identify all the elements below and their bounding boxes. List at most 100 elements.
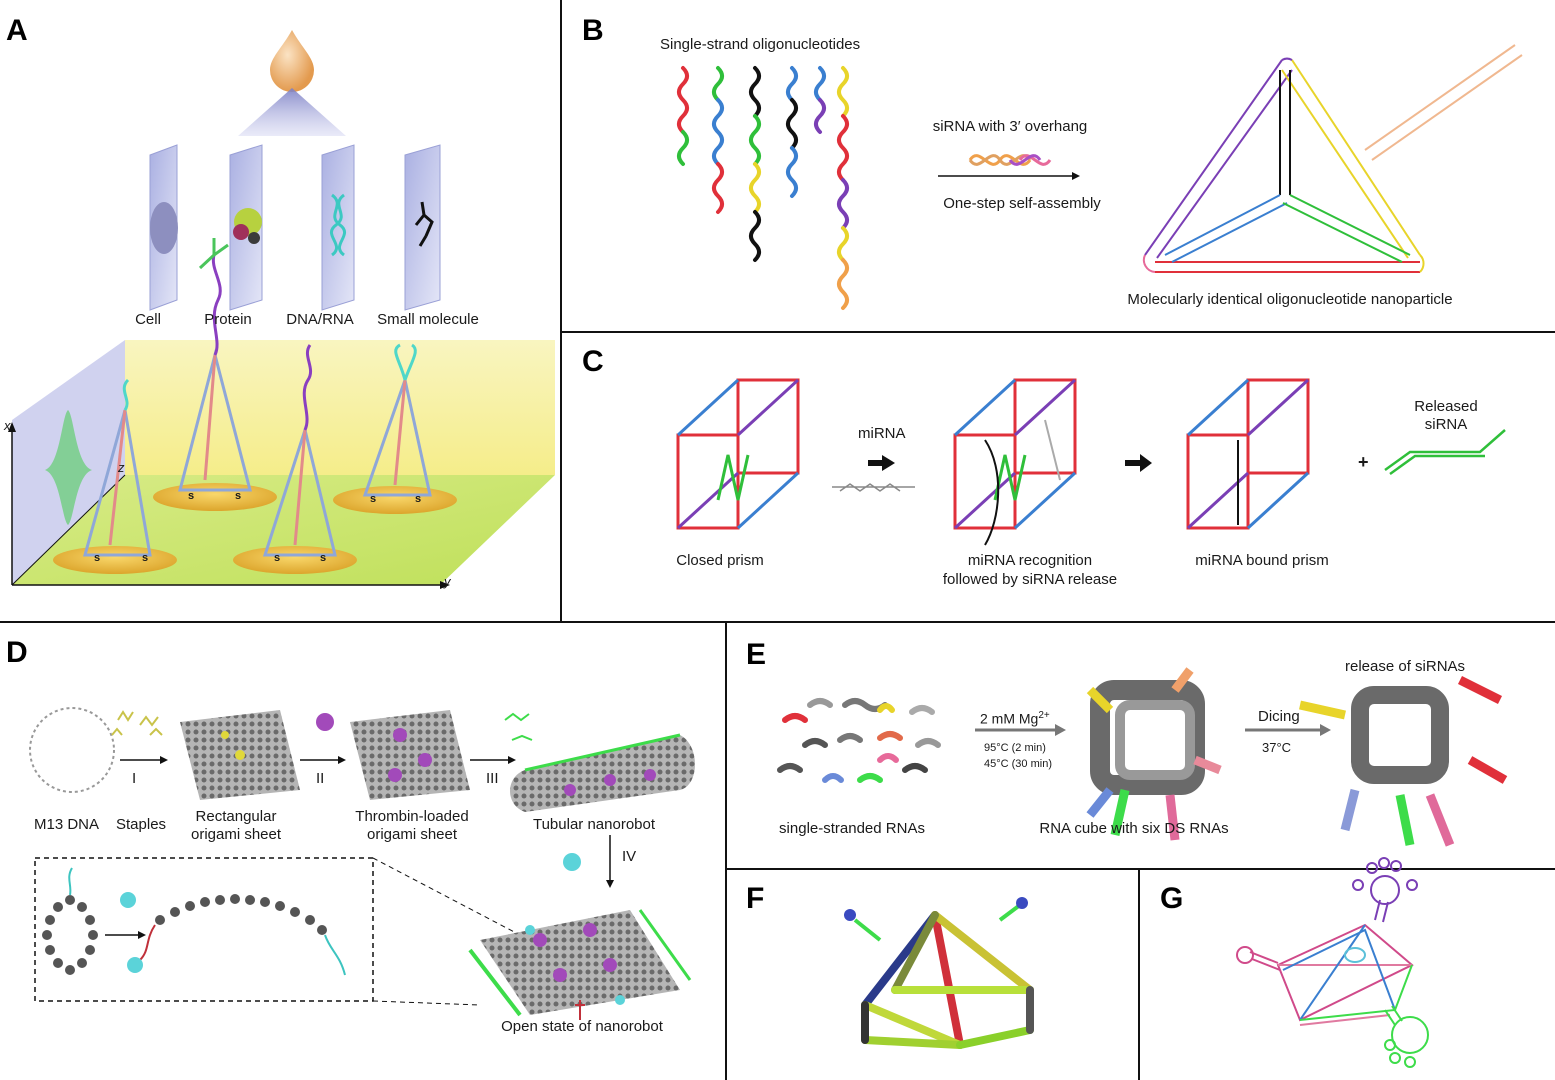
arrow-top-label: siRNA with 3′ overhang: [932, 118, 1088, 135]
released-sirna: [1384, 429, 1506, 476]
open-nanorobot: [468, 909, 692, 1020]
fluorophore-right: [1016, 897, 1028, 909]
aptamer-ring-closed: [42, 895, 98, 975]
axis-label-y: y: [444, 574, 451, 589]
tetrahedron-3: [262, 344, 337, 557]
anchor-label-4: s: [235, 490, 242, 502]
stage2-label-line1: miRNA recognition: [967, 552, 1093, 569]
condition-45: 45°C (30 min): [984, 758, 1052, 770]
fluorophore-left: [844, 909, 856, 921]
panel-d-drawing: [29, 707, 695, 1020]
panel-b-drawing: [677, 44, 1523, 310]
tubular-nanorobot: [510, 733, 695, 812]
single-strand-rnas: [777, 698, 941, 783]
divider-vertical-top: [560, 0, 562, 622]
stage3-label: miRNA bound prism: [1195, 552, 1329, 569]
strand-1: [677, 66, 689, 134]
released-label-line1: Released: [1414, 398, 1478, 415]
target-protein-icon: [563, 853, 581, 871]
target-card-small-molecule: [404, 144, 441, 311]
prism-bound: [1186, 378, 1310, 530]
sheet2-label-line2: origami sheet: [366, 826, 458, 843]
anchor-label-2: s: [142, 552, 149, 564]
arrow-label-mirna: miRNA: [858, 425, 906, 442]
target-card-dna: [321, 144, 355, 311]
open-state-label: Open state of nanorobot: [501, 1018, 663, 1035]
gold-pad-4: [333, 486, 457, 514]
condition-mg: 2 mM Mg2+: [980, 710, 1050, 727]
condition-95: 95°C (2 min): [984, 742, 1046, 754]
nanoparticle-triangle: [1142, 44, 1523, 273]
plus-sign: +: [1358, 452, 1369, 472]
panel-label-c: C: [582, 345, 604, 378]
condition-mg-sup: 2+: [1038, 710, 1050, 721]
stage1-label: Closed prism: [676, 552, 764, 569]
back-wall: [125, 340, 555, 475]
aptamer-icon: [504, 712, 533, 741]
panel-a-drawing: [8, 30, 555, 589]
strand-6: [837, 66, 849, 118]
prism-recognition: [953, 378, 1077, 546]
forward-arrow-2: [1125, 454, 1152, 472]
sheet2-label-line1: Thrombin-loaded: [355, 808, 469, 825]
strand-5: [814, 66, 826, 102]
anchor-label-3: s: [188, 490, 195, 502]
anchor-label-1: s: [94, 552, 101, 564]
strand-4: [786, 66, 798, 102]
stem-loop-pink: [1236, 946, 1281, 971]
dicing-temp: 37°C: [1262, 740, 1292, 755]
stem-loop-green: [1384, 1005, 1429, 1068]
target-card-cell: [149, 144, 178, 311]
strands-title: Single-strand oligonucleotides: [660, 36, 861, 53]
axis-label-z: z: [118, 460, 125, 475]
gold-pad-3: [233, 546, 357, 574]
cube-label: RNA cube with six DS RNAs: [1039, 820, 1229, 837]
anchor-label-7: s: [370, 493, 377, 505]
m13-circle: [29, 707, 115, 793]
sheet1-label-line1: Rectangular: [195, 808, 277, 825]
strand-2: [712, 66, 724, 102]
m13-label: M13 DNA: [34, 816, 100, 833]
axis-label-x: x: [4, 418, 11, 433]
panel-label-f: F: [746, 882, 765, 915]
rna-tetrahedron: [1276, 923, 1414, 1026]
released-sirnas: [1299, 675, 1508, 847]
target-label-small-molecule: Small molecule: [377, 311, 479, 328]
arrow-bottom-label: One-step self-assembly: [943, 195, 1101, 212]
divider-b-c: [560, 331, 1555, 333]
panel-label-d: D: [6, 636, 28, 669]
divider-vertical-bottom: [725, 622, 727, 1080]
panel-e-drawing: [777, 667, 1508, 847]
tube-label: Tubular nanorobot: [532, 816, 656, 833]
tetrahedron-4: [362, 343, 432, 497]
target-label-cell: Cell: [135, 311, 161, 328]
staples-icon: [111, 710, 163, 736]
step-label-i: I: [132, 770, 137, 787]
panel-c-drawing: [676, 378, 1506, 546]
prism-closed: [676, 378, 800, 530]
dicing-label: Dicing: [1258, 708, 1300, 725]
dna-pyramid: [861, 911, 1034, 1049]
stem-loop-purple: [1352, 857, 1418, 923]
target-label-dna-rna: DNA/RNA: [286, 311, 354, 328]
sheet1-label-line2: origami sheet: [190, 826, 282, 843]
sirna-icon: [968, 154, 1052, 166]
panel-label-g: G: [1160, 882, 1184, 915]
zoom-box: [34, 857, 374, 1002]
stem-loop-cyan: [1344, 947, 1366, 963]
tetrahedron-2: [178, 238, 252, 492]
anchor-label-8: s: [415, 493, 422, 505]
condition-mg-text: 2 mM Mg: [980, 710, 1039, 727]
ss-rna-label: single-stranded RNAs: [779, 820, 925, 837]
light-beam: [238, 88, 346, 136]
origami-sheet-2: [350, 710, 470, 800]
step-label-iv: IV: [622, 848, 637, 865]
stage2-label-line2: followed by siRNA release: [942, 571, 1118, 588]
target-label-protein: Protein: [204, 311, 252, 328]
forward-arrow: [868, 455, 895, 471]
target-card-protein: [229, 144, 263, 311]
strand-3: [749, 66, 761, 118]
released-label-line2: siRNA: [1424, 416, 1468, 433]
step-label-iii: III: [486, 770, 499, 787]
divider-horizontal-middle: [0, 621, 1555, 623]
